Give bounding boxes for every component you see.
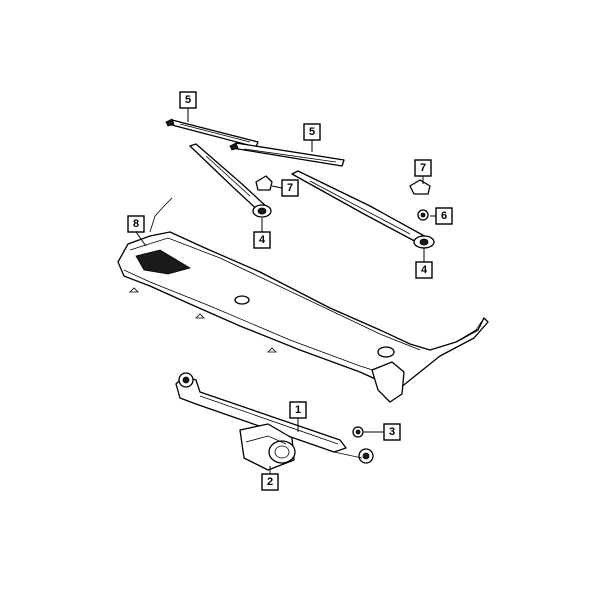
callout-label: 5 bbox=[309, 126, 315, 138]
callout-8: 8 bbox=[127, 215, 145, 233]
wiper-arm-right bbox=[291, 170, 435, 249]
callout-label: 1 bbox=[295, 404, 301, 416]
callout-label: 7 bbox=[420, 162, 426, 174]
wiper-linkage bbox=[175, 372, 374, 464]
callout-label: 2 bbox=[267, 476, 273, 488]
callout-label: 4 bbox=[421, 264, 428, 276]
cowl-panel bbox=[117, 197, 489, 403]
leader-lines bbox=[135, 108, 436, 474]
callout-7a: 7 bbox=[281, 179, 299, 197]
callout-label: 5 bbox=[185, 94, 191, 106]
callout-4a: 4 bbox=[253, 231, 271, 249]
callout-7b: 7 bbox=[414, 159, 432, 177]
callout-5b: 5 bbox=[303, 123, 321, 141]
motor-nut bbox=[352, 426, 364, 438]
callout-5a: 5 bbox=[179, 91, 197, 109]
callout-6: 6 bbox=[435, 207, 453, 225]
callout-1: 1 bbox=[289, 401, 307, 419]
callout-label: 3 bbox=[389, 426, 395, 438]
callout-label: 8 bbox=[133, 218, 139, 230]
wiper-blade-right bbox=[229, 142, 345, 167]
callout-label: 6 bbox=[441, 210, 447, 222]
arm-cap-right bbox=[409, 179, 431, 195]
callout-4b: 4 bbox=[415, 261, 433, 279]
callout-label: 4 bbox=[259, 234, 266, 246]
wiper-motor bbox=[239, 423, 296, 471]
wiper-blade-left bbox=[165, 118, 259, 148]
callout-2: 2 bbox=[261, 473, 279, 491]
retaining-nut bbox=[417, 209, 429, 221]
callout-3: 3 bbox=[383, 423, 401, 441]
arm-cap-left bbox=[255, 175, 273, 191]
callout-label: 7 bbox=[287, 182, 293, 194]
wiper-arm-left bbox=[189, 143, 272, 218]
